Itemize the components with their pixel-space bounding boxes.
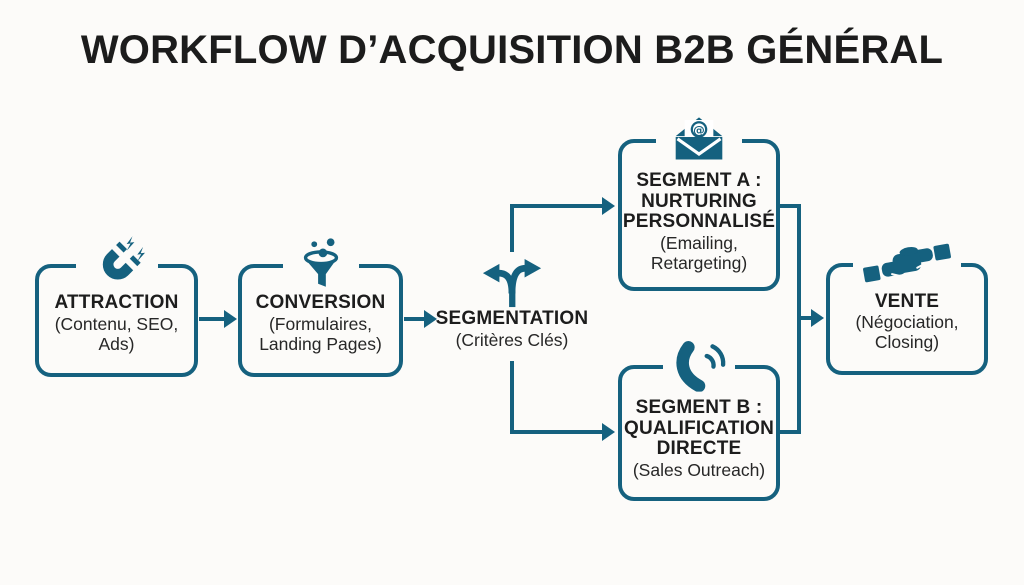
node-vente-sub-line: Closing) [874,332,940,353]
node-conversion: CONVERSION (Formulaires, Landing Pages) [238,235,403,377]
node-conversion-sub-line: (Formulaires, [268,313,373,334]
connector-segment-b-exit [779,430,801,434]
connector-conversion-segmentation [404,317,425,321]
email-icon: @ [656,112,742,165]
node-segment-a-title-line: NURTURING [641,190,757,212]
node-segment-a: @ SEGMENT A : NURTURING PERSONNALISÉ (Em… [618,112,780,291]
node-conversion-title: CONVERSION [255,292,386,314]
arrowhead-segment-b [602,423,615,441]
node-segmentation-title: SEGMENTATION [435,308,589,329]
page-title: WORKFLOW D’ACQUISITION B2B GÉNÉRAL [80,28,944,72]
node-attraction: ATTRACTION (Contenu, SEO, Ads) [35,234,198,377]
arrowhead-conversion [224,310,237,328]
phone-icon [663,337,735,393]
node-attraction-title: ATTRACTION [54,292,179,314]
connector-segmentation-up [510,206,514,252]
magnet-icon [75,234,158,293]
connector-to-vente [799,316,811,320]
handshake-icon [853,238,961,288]
connector-to-segment-a [510,204,603,208]
node-segment-b-title-line: DIRECTE [656,438,742,460]
node-attraction-sub-line: (Contenu, SEO, [54,313,179,334]
node-segmentation: SEGMENTATION (Critères Clés) [428,308,596,350]
arrowhead-vente [811,309,824,327]
node-segment-b-sub-line: (Sales Outreach) [632,459,766,480]
node-segment-a-title-line: SEGMENT A : [636,169,762,191]
node-segment-a-sub-line: Retargeting) [650,253,748,274]
connector-attraction-conversion [199,317,225,321]
node-segment-a-sub-line: (Emailing, [660,232,738,253]
node-conversion-sub-line: Landing Pages) [259,333,382,354]
node-segment-b-title-line: SEGMENT B : [635,396,763,418]
connector-segmentation-down [510,361,514,432]
node-segment-b: SEGMENT B : QUALIFICATION DIRECTE (Sales… [618,337,780,501]
arrowhead-segmentation [424,310,437,328]
node-vente: VENTE (Négociation, Closing) [826,238,988,375]
funnel-icon [282,235,359,292]
node-vente-title: VENTE [874,290,940,312]
split-arrows-icon [480,246,544,308]
node-segment-a-title-line: PERSONNALISÉ [622,211,776,233]
node-segment-b-title-line: QUALIFICATION [624,417,775,439]
at-symbol: @ [693,123,705,137]
connector-to-segment-b [510,430,603,434]
arrowhead-segment-a [602,197,615,215]
node-vente-sub-line: (Négociation, [855,312,959,333]
connector-segment-a-exit [779,204,801,208]
node-segmentation-sub-line: (Critères Clés) [455,329,569,350]
node-attraction-sub-line: Ads) [98,333,135,354]
